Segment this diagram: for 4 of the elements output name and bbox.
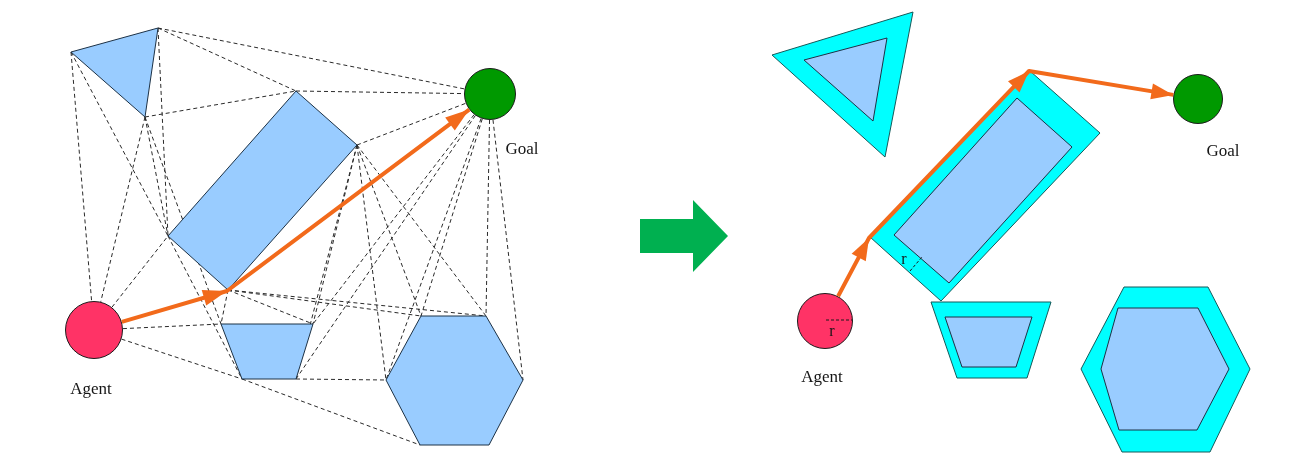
dimension-label: r (901, 251, 907, 267)
node-caption: Goal (1206, 141, 1240, 161)
dimension-label: r (829, 323, 835, 339)
node-caption: Agent (801, 367, 843, 387)
